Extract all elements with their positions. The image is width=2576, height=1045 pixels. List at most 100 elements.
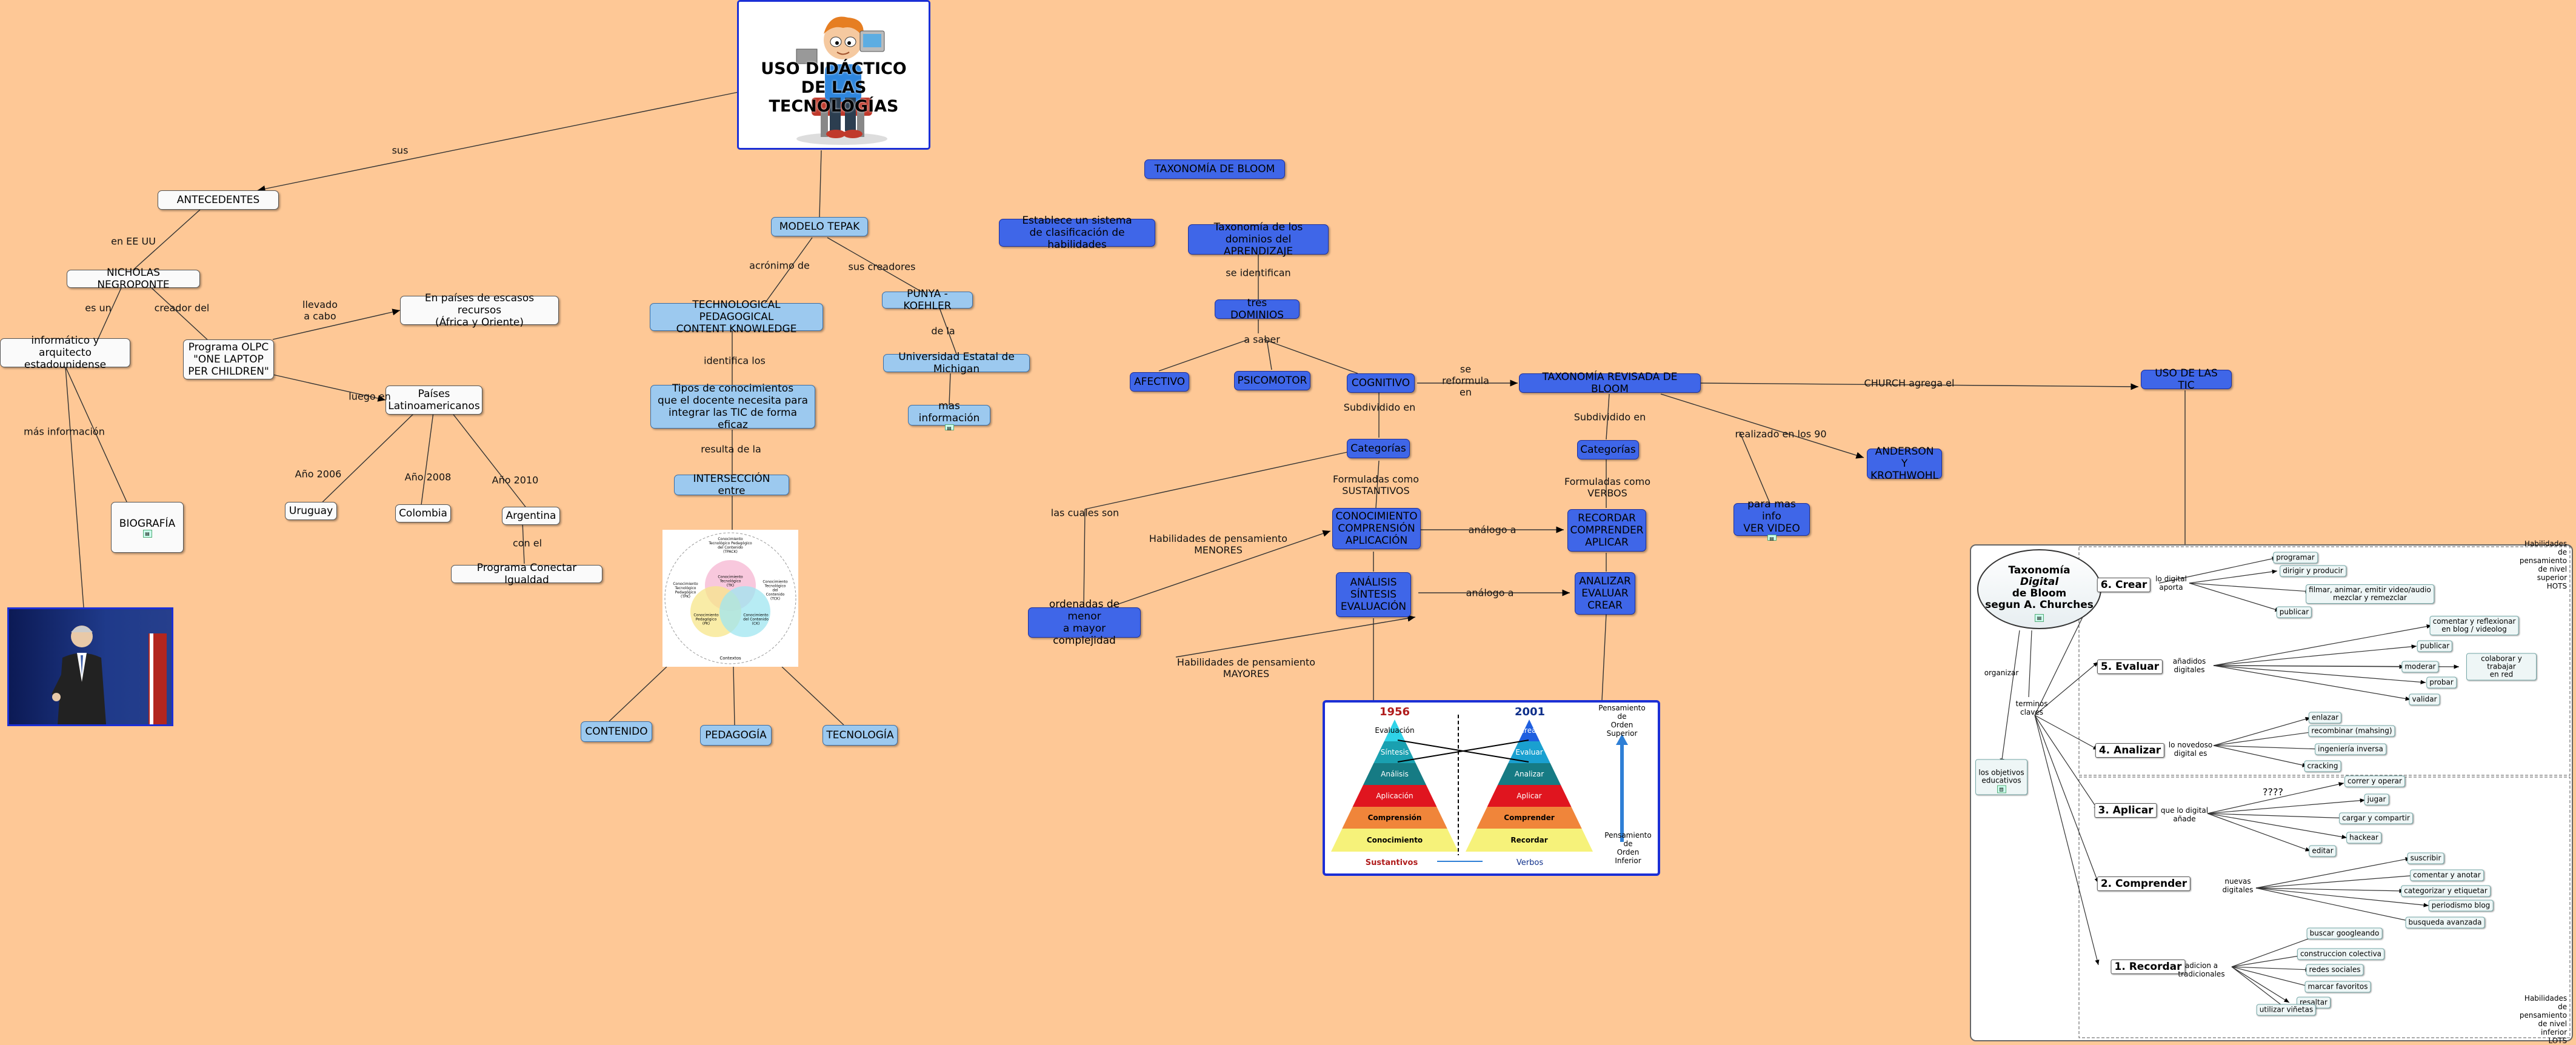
tres-dominios-node[interactable]: tres DOMINIOS (1215, 297, 1300, 321)
level-crear[interactable]: 6. Crear (2097, 578, 2151, 592)
negroponte-photo[interactable] (7, 607, 173, 726)
title-node[interactable]: USO DIDÁCTICO DE LAS TECNOLOGÍAS (737, 0, 930, 150)
taxonomia-node[interactable]: TAXONOMÍA DE BLOOM (1144, 159, 1285, 179)
label-mas-informacion: más información (24, 426, 105, 438)
olpc-node[interactable]: Programa OLPC "ONE LAPTOP PER CHILDREN" (183, 339, 274, 379)
evaluar-item[interactable]: moderar (2401, 661, 2439, 673)
tecnologia-node[interactable]: TECNOLOGÍA (823, 725, 898, 746)
argentina-node[interactable]: Argentina (502, 507, 560, 525)
comprender-item[interactable]: suscribir (2407, 852, 2444, 864)
evaluar-item[interactable]: publicar (2417, 640, 2453, 652)
contenido-node[interactable]: CONTENIDO (581, 721, 652, 742)
michigan-node[interactable]: Universidad Estatal de Michigan (883, 351, 1030, 375)
link-icon[interactable]: ▤ (1767, 535, 1777, 541)
label-a-saber: a saber (1244, 333, 1280, 346)
aplicar-item[interactable]: editar (2309, 845, 2337, 857)
analizar-item[interactable]: ingeniería inversa (2315, 743, 2386, 755)
uruguay-node[interactable]: Uruguay (285, 502, 337, 520)
evaluar-item[interactable]: validar (2409, 693, 2440, 706)
crear-item[interactable]: dirigir y producir (2280, 565, 2346, 577)
uso-tic-node[interactable]: USO DE LAS TIC (2141, 367, 2232, 392)
antecedentes-node[interactable]: ANTECEDENTES (158, 190, 279, 210)
analizar-node[interactable]: ANALIZAR EVALUAR CREAR (1575, 572, 1635, 615)
negroponte-node[interactable]: NICHOLAS NEGROPONTE (67, 267, 200, 291)
analisis-node[interactable]: ANÁLISIS SÍNTESIS EVALUACIÓN (1336, 572, 1411, 617)
conocimiento-node[interactable]: CONOCIMIENTO COMPRENSIÓN APLICACIÓN (1332, 508, 1421, 549)
analizar-item[interactable]: enlazar (2308, 712, 2342, 724)
recordar-item[interactable]: redes sociales (2306, 964, 2364, 976)
afectivo-node[interactable]: AFECTIVO (1130, 372, 1189, 392)
pedagogia-node[interactable]: PEDAGOGÍA (700, 725, 772, 746)
organizar-label: organizar (1984, 669, 2019, 677)
title-line-1: USO DIDÁCTICO (761, 59, 907, 78)
aplicar-item[interactable]: hackear (2346, 832, 2381, 844)
dominios-tax-node[interactable]: Taxonomía de los dominios del APRENDIZAJ… (1188, 221, 1329, 258)
link-icon[interactable]: ▤ (1997, 785, 2006, 793)
aplicar-item[interactable]: jugar (2364, 793, 2389, 806)
recordar-item[interactable]: construccion colectiva (2297, 948, 2385, 960)
tipos-node[interactable]: Tipos de conocimientos que el docente ne… (650, 382, 815, 431)
venn-ck-text: Conocimiento del Contenido (CK) (743, 613, 769, 626)
level-analizar[interactable]: 4. Analizar (2095, 743, 2165, 758)
categorias1-node[interactable]: Categorías (1347, 439, 1410, 458)
psicomotor-node[interactable]: PSICOMOTOR (1234, 371, 1310, 390)
venn-tpk-text: Conocimiento Tecnológico Pedagógico (TPK… (673, 582, 698, 599)
crear-item[interactable]: publicar (2276, 606, 2312, 618)
bloom-comparison-image[interactable]: 1956 2001 Evaluación Síntesis Análisis A… (1323, 700, 1660, 876)
level-evaluar[interactable]: 5. Evaluar (2097, 659, 2163, 674)
ordenadas-node[interactable]: ordenadas de menor a mayor complejidad (1028, 598, 1141, 647)
evaluar-item[interactable]: probar (2426, 676, 2457, 689)
informatico-node[interactable]: informático y arquitecto estadounidense (0, 335, 130, 371)
digital-taxonomy-panel[interactable]: Taxonomía Digital de Bloom segun A. Chur… (1970, 539, 2573, 1045)
comprender-item[interactable]: comentar y anotar (2410, 869, 2484, 881)
crear-item[interactable]: programar (2273, 552, 2318, 564)
analizar-item[interactable]: recombinar (mahsing) (2308, 725, 2395, 737)
interseccion-node[interactable]: INTERSECCIÓN entre (674, 473, 789, 497)
conectar-node[interactable]: Programa Conectar Igualdad (451, 562, 602, 586)
evaluar-item[interactable]: colaborar y trabajar en red (2466, 653, 2537, 681)
tepak-node[interactable]: MODELO TEPAK (771, 217, 868, 236)
tpack-diagram[interactable]: Conocimiento Tecnológico Pedagógico del … (662, 530, 798, 667)
level-comprender[interactable]: 2. Comprender (2097, 876, 2191, 891)
recordar-item[interactable]: marcar favoritos (2304, 981, 2371, 993)
title-line-2: DE LAS TECNOLOGÍAS (769, 78, 899, 116)
old-level: Síntesis (1380, 748, 1409, 756)
link-icon[interactable]: ▤ (142, 529, 152, 538)
label-es-un: es un (85, 302, 112, 314)
level-aplicar[interactable]: 3. Aplicar (2094, 803, 2157, 818)
establece-node[interactable]: Establece un sistema de clasificación de… (999, 215, 1155, 251)
tpck-node[interactable]: TECHNOLOGICAL PEDAGOGICAL CONTENT KNOWLE… (650, 299, 823, 335)
year-2001: 2001 (1514, 706, 1546, 718)
cognitivo-node[interactable]: COGNITIVO (1347, 373, 1415, 393)
evaluar-item[interactable]: comentar y reflexionar en blog / videolo… (2429, 616, 2519, 635)
escasos-node[interactable]: En países de escasos recursos (África y … (400, 292, 559, 329)
comprender-item[interactable]: categorizar y etiquetar (2401, 885, 2491, 897)
label-se-identifican: se identifican (1226, 267, 1291, 279)
anderson-node[interactable]: ANDERSON Y KROTHWOHL (1867, 446, 1942, 482)
level-recordar[interactable]: 1. Recordar (2111, 960, 2186, 974)
latino-node[interactable]: Países Latinoamericanos (385, 386, 482, 415)
biografia-node[interactable]: BIOGRAFÍA ▤ (111, 502, 184, 553)
recordar-item[interactable]: buscar googleando (2306, 927, 2383, 940)
label-las-cuales: las cuales son (1050, 507, 1119, 519)
recordar-item[interactable]: utilizar viñetas (2256, 1004, 2317, 1016)
churches-title[interactable]: Taxonomía Digital de Bloom segun A. Chur… (1977, 549, 2101, 629)
label-analogo1: análogo a (1468, 524, 1517, 536)
question-label: ???? (2263, 786, 2283, 798)
link-icon[interactable]: ▤ (2035, 614, 2044, 622)
colombia-node[interactable]: Colombia (395, 504, 451, 522)
crear-item[interactable]: filmar, animar, emitir video/audio mezcl… (2306, 584, 2434, 604)
comprender-item[interactable]: periodismo blog (2428, 900, 2494, 912)
video-node[interactable]: para mas info VER VIDEO ▤ (1733, 498, 1810, 541)
recordar-node[interactable]: RECORDAR COMPRENDER APLICAR (1567, 509, 1646, 552)
categorias2-node[interactable]: Categorías (1577, 440, 1639, 459)
aplicar-item[interactable]: cargar y compartir (2339, 812, 2413, 824)
revisada-node[interactable]: TAXONOMÍA REVISADA DE BLOOM (1519, 371, 1701, 395)
punya-node[interactable]: PUNYA - KOEHLER (882, 288, 973, 312)
analizar-item[interactable]: cracking (2304, 760, 2341, 772)
masinfo-node[interactable]: mas información ▤ (908, 400, 990, 431)
comprender-item[interactable]: busqueda avanzada (2405, 916, 2485, 929)
aplicar-item[interactable]: correr y operar (2344, 775, 2405, 787)
objetivos-node[interactable]: los objetivos educativos▤ (1975, 759, 2027, 795)
link-icon[interactable]: ▤ (944, 424, 954, 431)
